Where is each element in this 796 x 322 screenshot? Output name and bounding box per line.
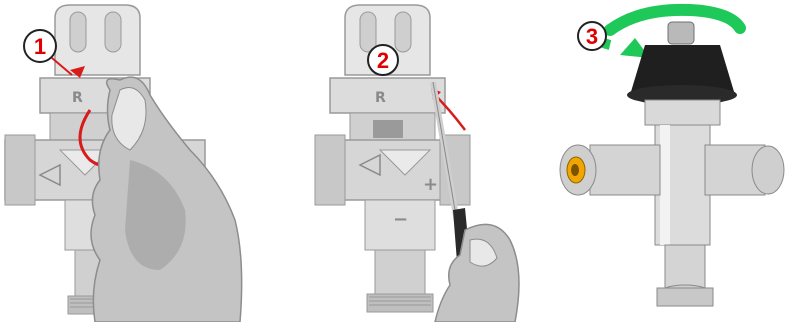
step-2-illustration: R + − [265, 0, 530, 322]
valve-logo-mark: R [72, 90, 83, 106]
step-3-badge: 3 [578, 22, 606, 50]
step-1-badge: 1 [24, 30, 56, 62]
hand-icon [91, 77, 242, 322]
valve-3d-body [560, 22, 784, 306]
step-1-number: 1 [34, 34, 46, 59]
step-2-number: 2 [377, 48, 389, 73]
step-3-number: 3 [586, 24, 598, 49]
step-2-badge: 2 [368, 45, 398, 75]
hand-icon [435, 224, 519, 322]
step-1-illustration: R 1 [0, 0, 265, 322]
valve-minus-mark: − [393, 209, 408, 230]
step-3-panel: 3 [530, 0, 796, 322]
step-3-illustration: 3 [530, 0, 796, 322]
valve-plus-mark: + [423, 174, 438, 195]
step-1-panel: R 1 [0, 0, 265, 322]
valve-logo-mark: R [375, 90, 386, 106]
step-2-panel: R + − [265, 0, 530, 322]
